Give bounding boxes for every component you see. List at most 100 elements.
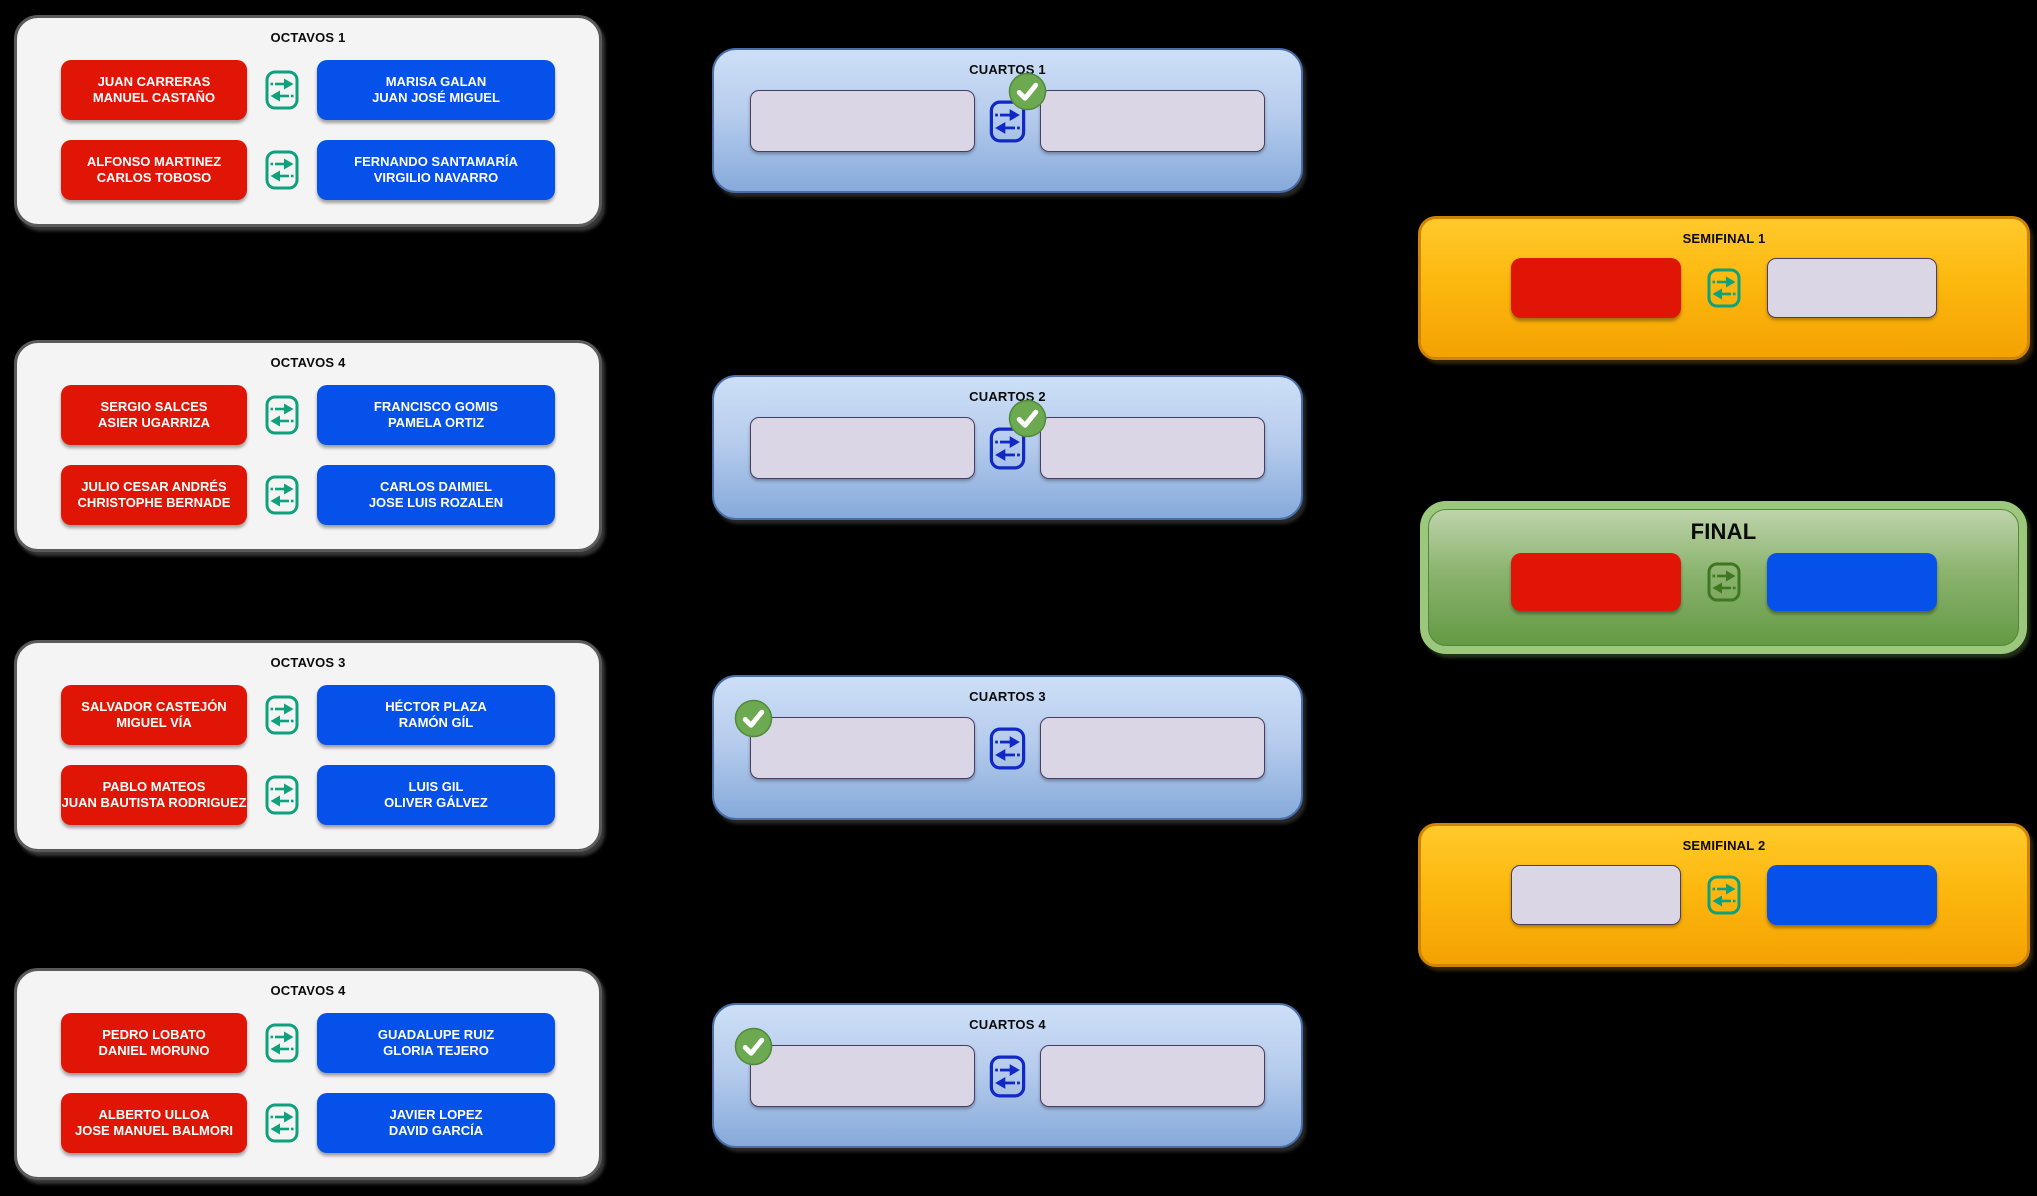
player-name: JOSE MANUEL BALMORI — [75, 1123, 233, 1138]
swap-teams-icon[interactable] — [1707, 875, 1741, 915]
player-name: RAMÓN GÍL — [398, 715, 474, 730]
team-pill-blue[interactable]: GUADALUPE RUIZ GLORIA TEJERO — [317, 1013, 555, 1073]
team-pill-red[interactable] — [1510, 553, 1681, 611]
player-name: PAMELA ORTIZ — [387, 415, 485, 430]
team-pill-red[interactable]: ALFONSO MARTINEZ CARLOS TOBOSO — [61, 140, 247, 200]
team-slot-left[interactable] — [750, 90, 975, 152]
player-name: JUAN JOSÉ MIGUEL — [372, 90, 500, 105]
cuartos-3-title: CUARTOS 3 — [969, 689, 1046, 704]
team-pill-blue[interactable]: FERNANDO SANTAMARÍA VIRGILIO NAVARRO — [317, 140, 555, 200]
swap-teams-icon[interactable] — [265, 695, 299, 735]
cuartos-4-title: CUARTOS 4 — [969, 1017, 1046, 1032]
team-pill-red[interactable]: PEDRO LOBATO DANIEL MORUNO — [61, 1013, 247, 1073]
team-slot-left[interactable] — [750, 417, 975, 479]
swap-teams-icon[interactable] — [989, 1055, 1026, 1098]
player-name: DAVID GARCÍA — [388, 1123, 484, 1138]
team-pill-red[interactable]: JUAN CARRERAS MANUEL CASTAÑO — [61, 60, 247, 120]
winner-check-icon[interactable] — [1008, 399, 1047, 438]
match-row: JUAN CARRERAS MANUEL CASTAÑO MARISA GALA… — [17, 60, 599, 120]
swap-teams-icon[interactable] — [1707, 268, 1741, 308]
player-name: JAVIER LOPEZ — [389, 1107, 483, 1122]
team-pill-red[interactable]: SALVADOR CASTEJÓN MIGUEL VÍA — [61, 685, 247, 745]
team-pill-blue[interactable]: LUIS GIL OLIVER GÁLVEZ — [317, 765, 555, 825]
swap-teams-icon[interactable] — [265, 70, 299, 110]
winner-check-icon[interactable] — [734, 699, 773, 738]
match-row: PEDRO LOBATO DANIEL MORUNO GUADALUPE RUI… — [17, 1013, 599, 1073]
player-name: LUIS GIL — [408, 779, 464, 794]
final-title: FINAL — [1690, 519, 1757, 544]
player-name: GLORIA TEJERO — [383, 1043, 489, 1058]
match-row: PABLO MATEOS JUAN BAUTISTA RODRIGUEZ LUI… — [17, 765, 599, 825]
swap-teams-icon[interactable] — [265, 1023, 299, 1063]
team-slot-right[interactable] — [1767, 258, 1937, 318]
player-name: OLIVER GÁLVEZ — [384, 795, 488, 810]
swap-teams-icon[interactable] — [265, 395, 299, 435]
team-pill-red[interactable]: JULIO CESAR ANDRÉS CHRISTOPHE BERNADE — [61, 465, 247, 525]
team-slot-left[interactable] — [1511, 865, 1681, 925]
player-name: ASIER UGARRIZA — [98, 415, 210, 430]
octavos-2-box: OCTAVOS 4 SERGIO SALCES ASIER UGARRIZA F… — [14, 340, 602, 552]
match-row — [714, 417, 1301, 479]
team-pill-blue[interactable] — [1766, 553, 1937, 611]
cuartos-2-box: CUARTOS 2 — [712, 375, 1303, 520]
winner-check-icon[interactable] — [1008, 72, 1047, 111]
team-slot-right[interactable] — [1040, 90, 1265, 152]
swap-teams-icon[interactable] — [265, 1103, 299, 1143]
octavos-3-box: OCTAVOS 3 SALVADOR CASTEJÓN MIGUEL VÍA H… — [14, 640, 602, 852]
team-pill-red[interactable]: ALBERTO ULLOA JOSE MANUEL BALMORI — [61, 1093, 247, 1153]
octavos-1-box: OCTAVOS 1 JUAN CARRERAS MANUEL CASTAÑO M… — [14, 15, 602, 227]
semifinal-2-title: SEMIFINAL 2 — [1682, 838, 1766, 853]
final-box: FINAL — [1420, 501, 2027, 654]
final-inner-panel: FINAL — [1428, 509, 2019, 646]
team-slot-right[interactable] — [1040, 717, 1265, 779]
team-pill-red[interactable]: PABLO MATEOS JUAN BAUTISTA RODRIGUEZ — [61, 765, 247, 825]
player-name: HÉCTOR PLAZA — [385, 699, 487, 714]
swap-teams-icon[interactable] — [989, 727, 1026, 770]
match-row: SERGIO SALCES ASIER UGARRIZA FRANCISCO G… — [17, 385, 599, 445]
player-name: MARISA GALAN — [385, 74, 487, 89]
team-pill-blue[interactable] — [1767, 865, 1937, 925]
octavos-4-box: OCTAVOS 4 PEDRO LOBATO DANIEL MORUNO GUA… — [14, 968, 602, 1180]
team-pill-blue[interactable]: FRANCISCO GOMIS PAMELA ORTIZ — [317, 385, 555, 445]
player-name: JOSE LUIS ROZALEN — [368, 495, 504, 510]
octavos-3-title: OCTAVOS 3 — [270, 655, 346, 670]
team-slot-left[interactable] — [750, 717, 975, 779]
team-pill-red[interactable]: SERGIO SALCES ASIER UGARRIZA — [61, 385, 247, 445]
match-row — [714, 717, 1301, 779]
player-name: JUAN BAUTISTA RODRIGUEZ — [61, 795, 247, 810]
octavos-4-title: OCTAVOS 4 — [270, 983, 346, 998]
player-name: DANIEL MORUNO — [98, 1043, 210, 1058]
cuartos-4-box: CUARTOS 4 — [712, 1003, 1303, 1148]
match-row — [1421, 865, 2027, 925]
semifinal-2-box: SEMIFINAL 2 — [1418, 823, 2030, 967]
swap-teams-icon[interactable] — [265, 775, 299, 815]
team-slot-right[interactable] — [1040, 417, 1265, 479]
team-slot-left[interactable] — [750, 1045, 975, 1107]
team-pill-blue[interactable]: CARLOS DAIMIEL JOSE LUIS ROZALEN — [317, 465, 555, 525]
match-row — [1429, 553, 2018, 611]
octavos-1-title: OCTAVOS 1 — [270, 30, 346, 45]
swap-teams-icon[interactable] — [265, 150, 299, 190]
team-slot-right[interactable] — [1040, 1045, 1265, 1107]
player-name: MIGUEL VÍA — [116, 715, 192, 730]
team-pill-blue[interactable]: MARISA GALAN JUAN JOSÉ MIGUEL — [317, 60, 555, 120]
match-row: ALBERTO ULLOA JOSE MANUEL BALMORI JAVIER… — [17, 1093, 599, 1153]
match-row: SALVADOR CASTEJÓN MIGUEL VÍA HÉCTOR PLAZ… — [17, 685, 599, 745]
match-row: JULIO CESAR ANDRÉS CHRISTOPHE BERNADE CA… — [17, 465, 599, 525]
swap-teams-icon[interactable] — [1707, 562, 1741, 602]
player-name: FERNANDO SANTAMARÍA — [354, 154, 518, 169]
player-name: FRANCISCO GOMIS — [373, 399, 499, 414]
swap-teams-icon[interactable] — [265, 475, 299, 515]
player-name: VIRGILIO NAVARRO — [373, 170, 499, 185]
team-pill-blue[interactable]: HÉCTOR PLAZA RAMÓN GÍL — [317, 685, 555, 745]
player-name: CARLOS TOBOSO — [96, 170, 212, 185]
match-row — [714, 1045, 1301, 1107]
cuartos-3-box: CUARTOS 3 — [712, 675, 1303, 820]
team-pill-red[interactable] — [1511, 258, 1681, 318]
player-name: SALVADOR CASTEJÓN — [81, 699, 227, 714]
winner-check-icon[interactable] — [734, 1027, 773, 1066]
octavos-2-title: OCTAVOS 4 — [270, 355, 346, 370]
team-pill-blue[interactable]: JAVIER LOPEZ DAVID GARCÍA — [317, 1093, 555, 1153]
player-name: CARLOS DAIMIEL — [380, 479, 492, 494]
player-name: ALBERTO ULLOA — [98, 1107, 210, 1122]
